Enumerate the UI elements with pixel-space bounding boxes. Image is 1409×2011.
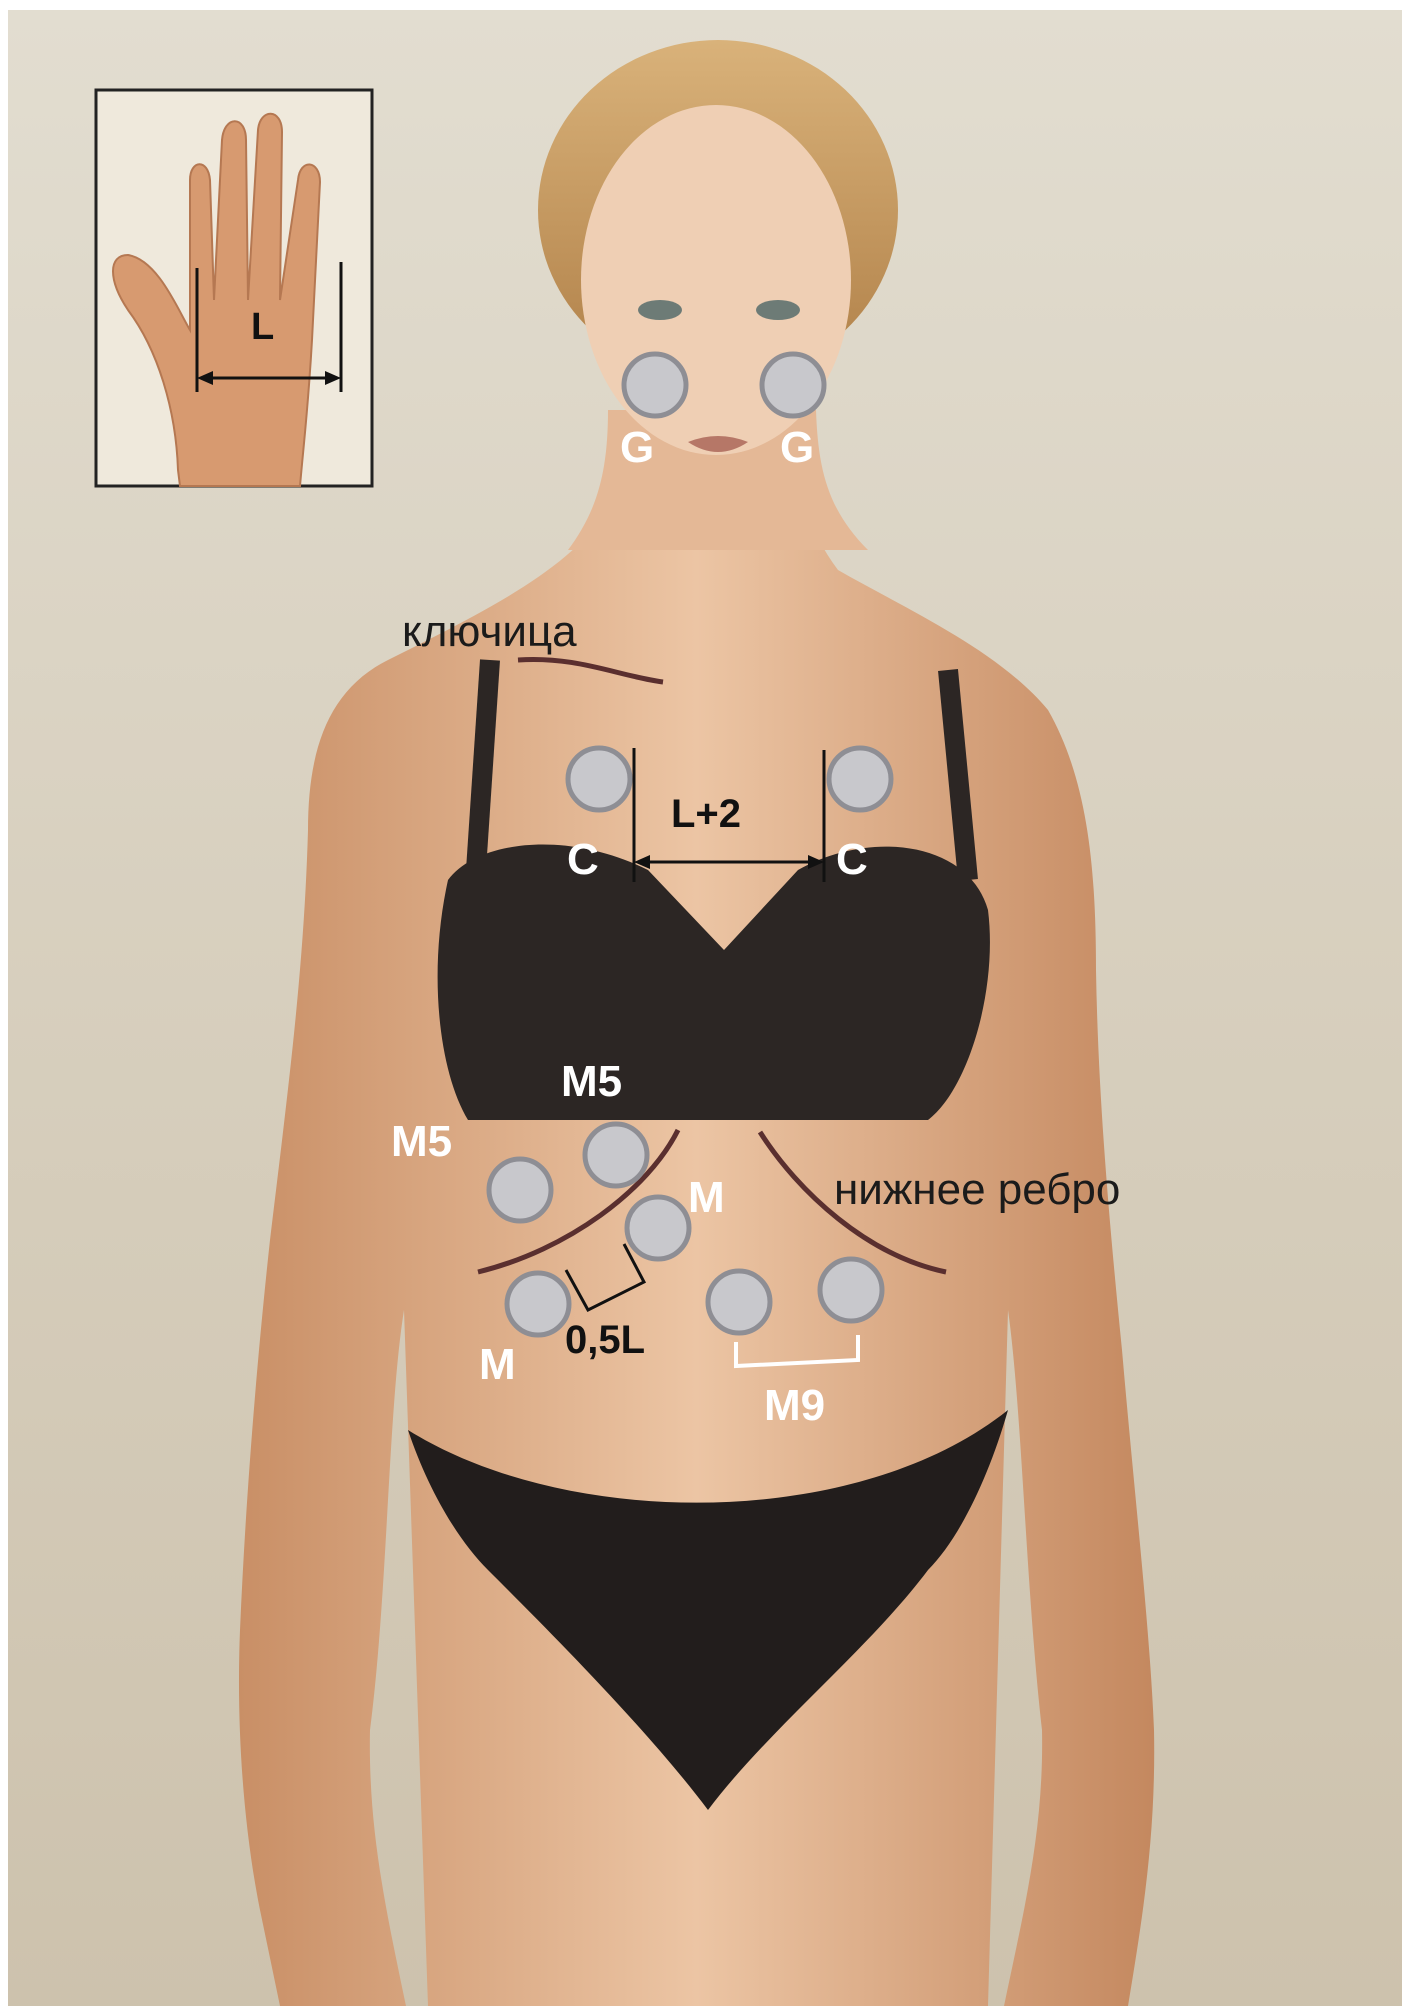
electrode-g-left [624,354,686,416]
hand-inset [96,90,372,486]
label-m-left: M [479,1343,516,1387]
bra-strap-left [476,660,490,870]
figure-illustration [8,10,1402,2006]
electrode-c-right [829,748,891,810]
label-c-right: C [836,838,868,882]
label-m5-left: M5 [391,1120,452,1164]
electrode-m5-left [489,1159,551,1221]
electrode-m9-left [708,1271,770,1333]
electrode-m9-right [820,1259,882,1321]
label-g-right: G [780,426,814,470]
label-m-right: M [688,1176,725,1220]
electrode-m-right [627,1197,689,1259]
label-c-left: C [567,838,599,882]
diagram-canvas: L G G ключица L+2 C C M5 M5 M нижнее реб… [8,10,1402,2006]
electrode-m-left [507,1273,569,1335]
right-eye [756,300,800,320]
left-eye [638,300,682,320]
label-m5-top: M5 [561,1060,622,1104]
electrode-g-right [762,354,824,416]
inset-width-label: L [251,308,274,346]
half-l-label: 0,5L [565,1320,645,1360]
label-g-left: G [620,426,654,470]
lower-rib-label: нижнее ребро [834,1168,1120,1212]
label-m9: M9 [764,1384,825,1428]
clavicle-label: ключица [402,610,577,654]
c-distance-label: L+2 [671,794,741,834]
electrode-c-left [568,748,630,810]
electrode-m5-top [585,1124,647,1186]
